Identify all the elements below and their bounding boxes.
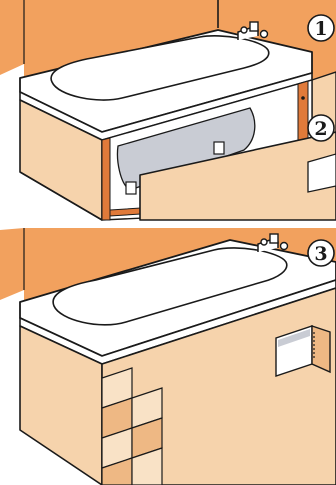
step-label-3: 3 — [314, 243, 327, 265]
wall-bottom-left — [0, 228, 24, 300]
tub-foot-2 — [214, 142, 224, 154]
top-scene — [0, 0, 336, 220]
step-badge-3: 3 — [308, 240, 334, 266]
frame-post-left — [102, 138, 110, 220]
frame-screw-1 — [301, 96, 305, 100]
bottom-scene — [0, 228, 336, 485]
step-badge-1: 1 — [308, 15, 334, 41]
hatch-door — [312, 326, 330, 372]
step-label-2: 2 — [314, 118, 327, 140]
step-label-1: 1 — [314, 18, 327, 40]
wall-top-left — [0, 0, 24, 75]
tub-foot-1 — [126, 182, 136, 194]
step-badge-2: 2 — [308, 115, 334, 141]
